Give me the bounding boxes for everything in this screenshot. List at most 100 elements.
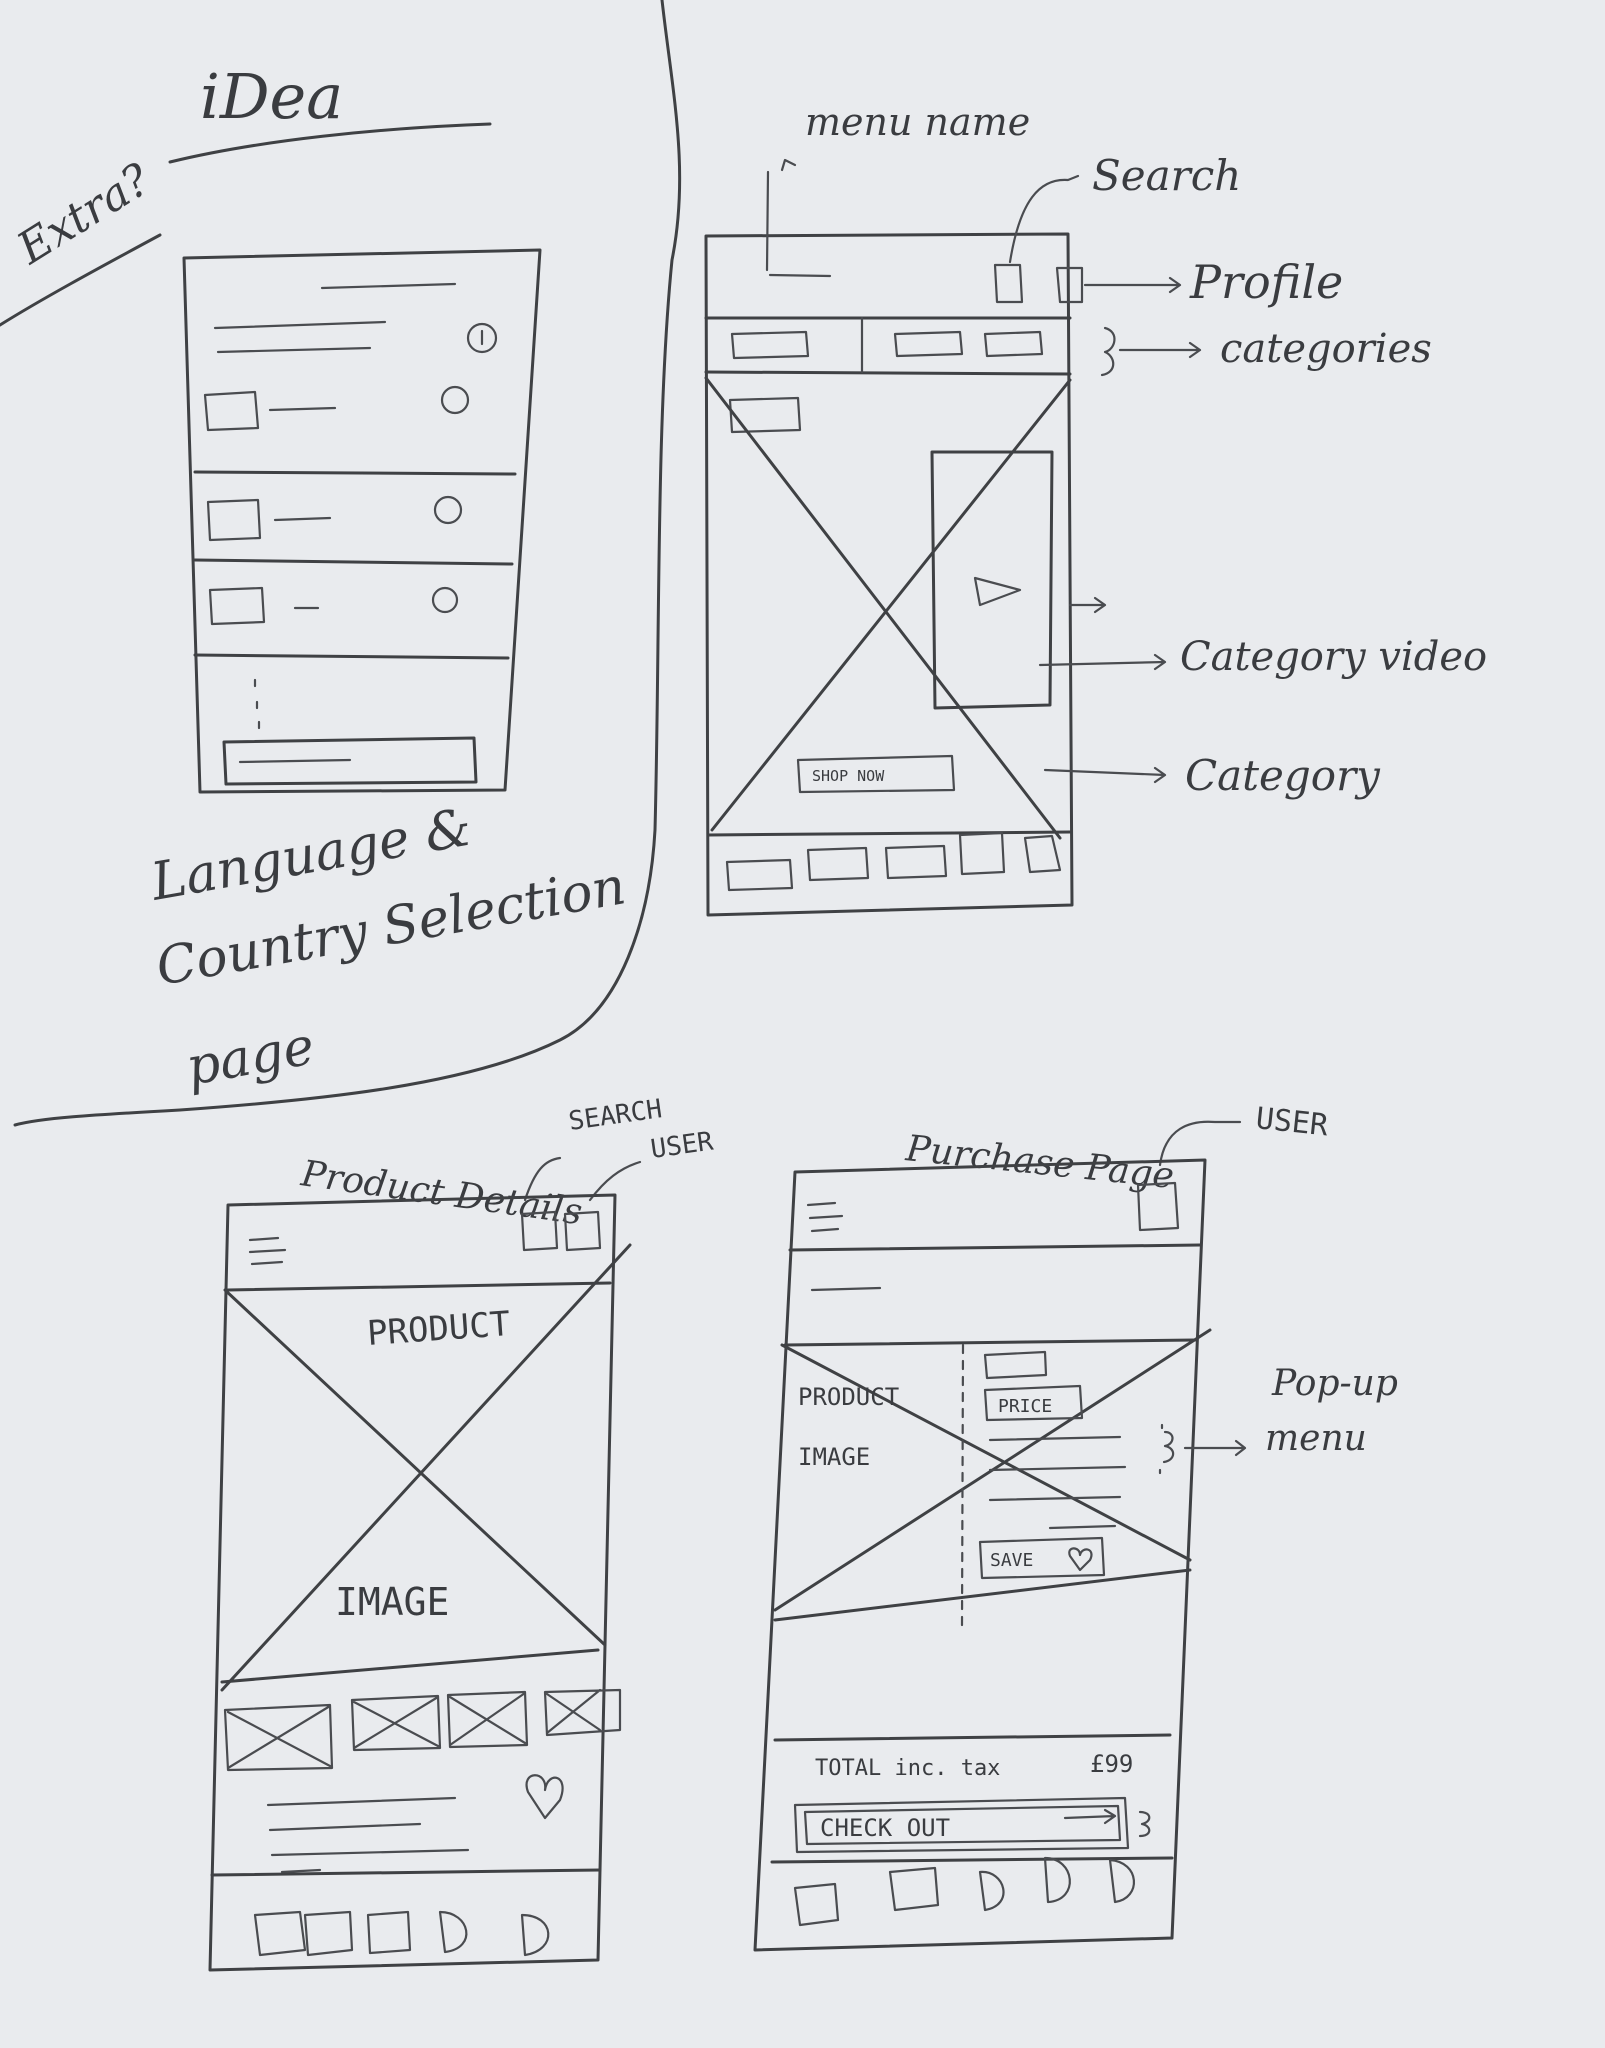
phone-frame — [753, 1158, 1207, 1952]
popup-annotation-line-2: menu — [1265, 1418, 1367, 1459]
search-icon — [993, 263, 1024, 304]
thumbnail — [543, 1688, 622, 1737]
flag-icon — [208, 586, 266, 626]
product-image-word: IMAGE — [798, 1443, 870, 1471]
vertical-divider-line — [13, 0, 682, 1127]
search-icon — [520, 1210, 559, 1252]
nav-icon — [253, 1910, 307, 1957]
more-dots — [253, 678, 261, 730]
bottom-nav-divider — [706, 830, 1072, 837]
phone-frame — [208, 1193, 617, 1972]
phone-frame — [704, 232, 1074, 917]
option-line — [273, 516, 332, 522]
user-annotation: USER — [649, 1126, 716, 1164]
annotation-categories: categories — [1220, 326, 1432, 372]
nav-icon — [438, 1910, 468, 1954]
total-label: TOTAL inc. tax — [815, 1756, 1000, 1781]
purchase-user-annotation: USER — [1254, 1101, 1330, 1143]
tabs-divider — [704, 370, 1072, 376]
shop-now-button — [796, 754, 956, 794]
header-divider — [226, 1281, 612, 1292]
gallery-divider — [220, 1648, 600, 1684]
product-bottom-divider — [773, 1568, 1192, 1622]
product-image-word: PRODUCT — [798, 1383, 899, 1411]
product-details-wireframe: PRODUCT IMAGE — [208, 1193, 632, 1972]
info-icon — [466, 322, 498, 354]
radio-icon — [433, 495, 463, 525]
save-heart-icon — [1068, 1547, 1093, 1572]
nav-icon — [366, 1910, 412, 1955]
hamburger-icon — [248, 1236, 287, 1266]
annotation-profile: Profile — [1189, 255, 1343, 309]
language-country-wireframe — [182, 248, 542, 794]
shop-now-label: SHOP NOW — [812, 767, 885, 785]
nav-icon — [520, 1913, 550, 1957]
popup-annotation-line-1: Pop-up — [1271, 1363, 1398, 1404]
checkout-button — [793, 1796, 1130, 1854]
thumbnail — [350, 1694, 442, 1752]
user-icon — [563, 1210, 602, 1252]
home-category-wireframe: SHOP NOW — [704, 170, 1084, 917]
purchase-wireframe: PRODUCT IMAGE PRICE SAVE TOTAL inc. tax … — [753, 1158, 1247, 1952]
row-divider — [193, 653, 510, 660]
header-divider — [788, 1243, 1202, 1252]
breadcrumb-line — [810, 1286, 882, 1292]
flag-icon — [203, 390, 260, 432]
nav-icon — [888, 1866, 940, 1912]
nav-icon — [1023, 834, 1062, 874]
heading-line — [320, 282, 457, 290]
annotation-menu: menu name — [805, 100, 1030, 144]
description-lines — [266, 1796, 470, 1874]
hero-image-cross — [704, 376, 1072, 840]
save-button — [978, 1536, 1106, 1580]
row-divider — [193, 558, 514, 566]
radio-icon — [440, 385, 470, 415]
category-tab — [983, 330, 1044, 358]
nav-icon — [806, 846, 870, 882]
favorite-heart-icon — [525, 1774, 564, 1820]
nav-icon — [958, 831, 1006, 876]
title-underline — [168, 122, 492, 164]
hamburger-icon — [806, 1201, 844, 1233]
nav-icon — [725, 858, 794, 892]
price-label: PRICE — [998, 1396, 1052, 1417]
product-split-line — [960, 1343, 965, 1627]
caption-line-3: page — [182, 1016, 319, 1097]
annotation-category: Category — [1185, 751, 1381, 800]
radio-icon — [431, 586, 459, 614]
image-word: IMAGE — [335, 1580, 449, 1624]
annotation-search: Search — [1092, 151, 1241, 200]
nav-icon — [1108, 1858, 1135, 1904]
checkout-label: CHECK OUT — [820, 1814, 950, 1842]
category-tab — [730, 330, 810, 360]
flag-icon — [206, 498, 262, 542]
bottom-nav-divider — [210, 1868, 602, 1877]
product-image-cross — [220, 1243, 632, 1692]
annotation-category-video: Category video — [1180, 634, 1487, 680]
phone-frame — [182, 248, 542, 794]
row-divider — [193, 470, 517, 476]
intro-lines — [213, 320, 387, 354]
save-label: SAVE — [990, 1550, 1033, 1571]
profile-icon — [1055, 266, 1084, 304]
nav-icon — [1043, 1856, 1071, 1904]
title-idea: iDea — [200, 60, 343, 133]
search-annotation: SEARCH — [567, 1094, 664, 1137]
total-divider — [773, 1733, 1172, 1742]
play-icon — [973, 576, 1022, 607]
nav-icon — [884, 844, 948, 880]
nav-icon — [793, 1882, 840, 1927]
user-icon — [1136, 1181, 1180, 1232]
product-details-heading: Product Details — [298, 1153, 585, 1233]
thumbnail — [446, 1690, 529, 1749]
nav-icon — [978, 1870, 1005, 1912]
checkout-arrow — [1063, 1808, 1117, 1825]
product-top-divider — [783, 1338, 1197, 1347]
nav-icon — [303, 1910, 354, 1957]
popup-bracket — [1162, 1430, 1175, 1464]
bottom-nav-divider — [770, 1856, 1174, 1864]
product-word: PRODUCT — [366, 1304, 512, 1354]
extra-note-underline — [0, 233, 162, 327]
total-value: £99 — [1090, 1750, 1133, 1778]
